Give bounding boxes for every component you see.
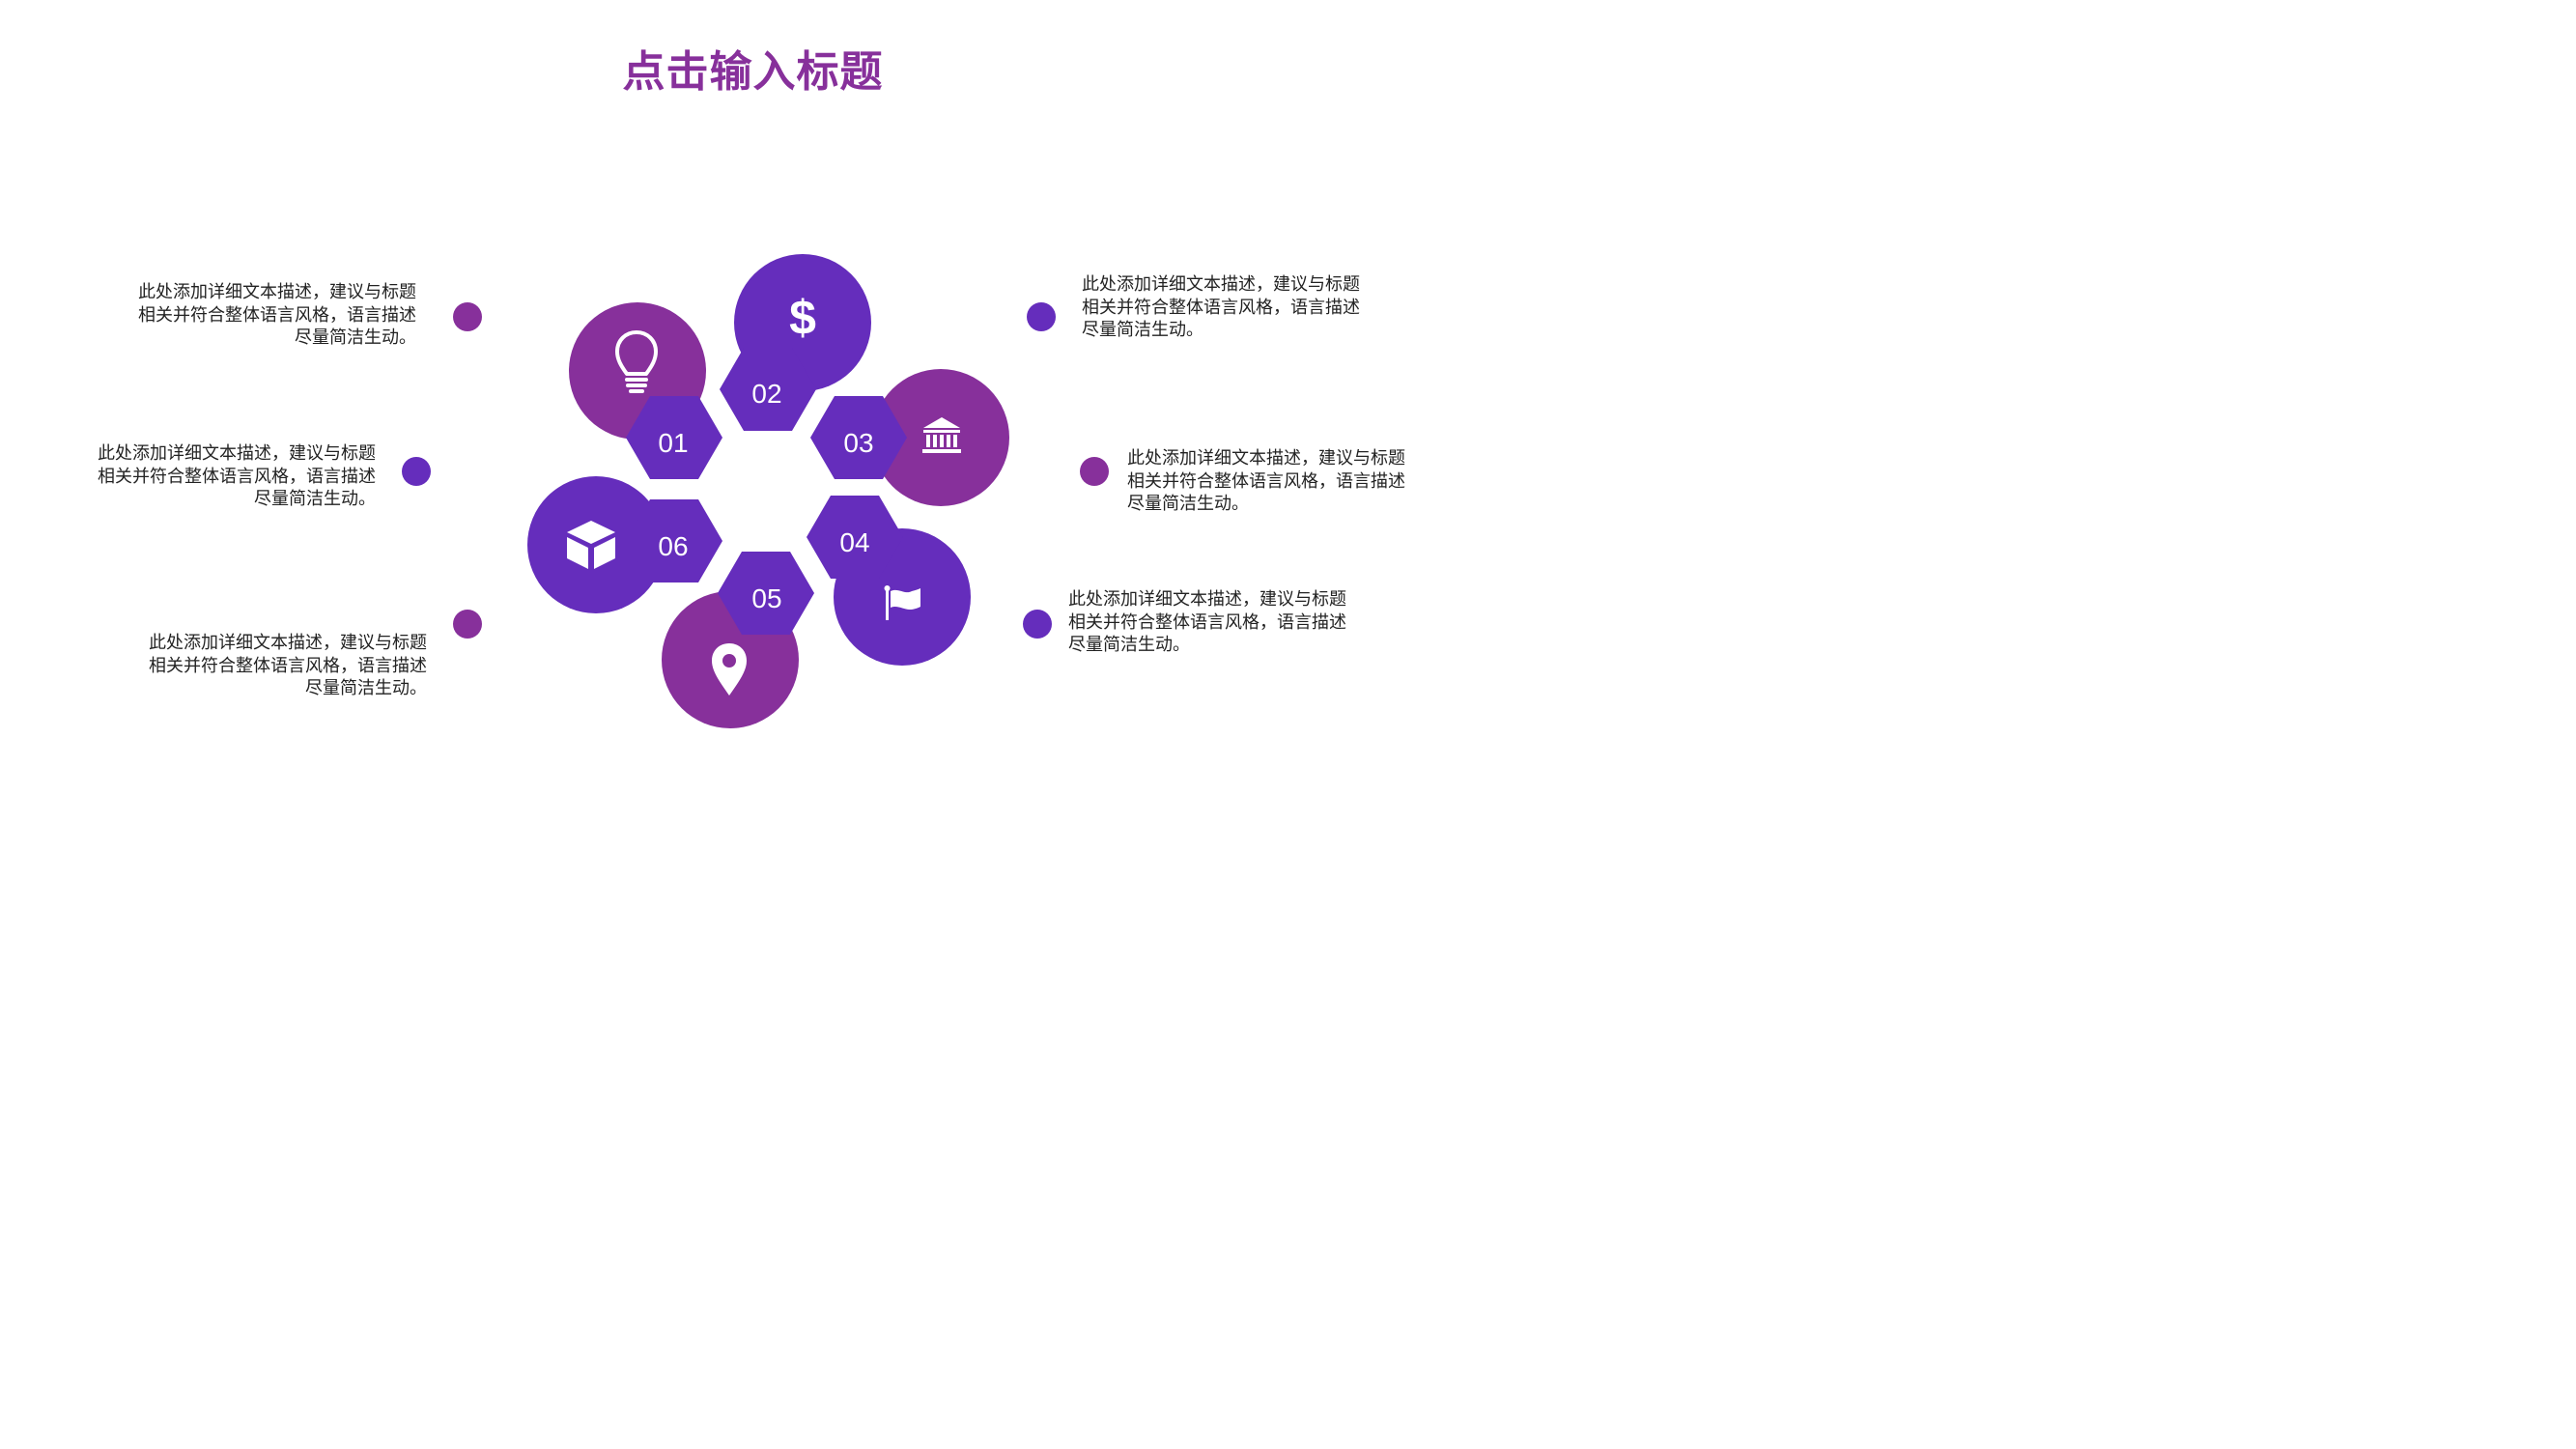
bullet-dot: [1080, 457, 1109, 486]
description-line: 此处添加详细文本描述，建议与标题: [138, 282, 416, 302]
step-number-06: 06: [658, 531, 688, 561]
dollar-icon: $: [789, 291, 816, 345]
description-line: 此处添加详细文本描述，建议与标题: [1127, 448, 1405, 469]
page-title: 点击输入标题: [622, 47, 884, 97]
description-line: 尽量简洁生动。: [295, 327, 416, 348]
description-line: 相关并符合整体语言风格，语言描述: [1068, 611, 1346, 633]
flag-icon: [884, 585, 920, 620]
description-left-middle: 此处添加详细文本描述，建议与标题 相关并符合整体语言风格，语言描述 尽量简洁生动…: [98, 442, 376, 511]
description-line: 相关并符合整体语言风格，语言描述: [1127, 470, 1405, 492]
description-line: 此处添加详细文本描述，建议与标题: [1082, 274, 1360, 295]
bullet-dot: [1023, 610, 1052, 639]
description-line: 尽量简洁生动。: [1068, 635, 1190, 655]
bullet-dot: [453, 610, 482, 639]
description-line: 此处添加详细文本描述，建议与标题: [1068, 589, 1346, 610]
description-line: 尽量简洁生动。: [305, 678, 427, 698]
bank-icon: [922, 417, 961, 453]
lightbulb-icon: [615, 330, 658, 393]
description-right-top: 此处添加详细文本描述，建议与标题 相关并符合整体语言风格，语言描述 尽量简洁生动…: [1082, 273, 1360, 342]
description-line: 尽量简洁生动。: [1127, 494, 1249, 514]
description-line: 此处添加详细文本描述，建议与标题: [98, 443, 376, 464]
description-line: 尽量简洁生动。: [254, 489, 376, 509]
flower-diagram: 01 02 03 04 05 06 $: [527, 254, 1009, 728]
step-number-02: 02: [751, 379, 781, 409]
step-number-03: 03: [843, 428, 873, 458]
bullet-dot: [1027, 302, 1056, 331]
description-right-bottom: 此处添加详细文本描述，建议与标题 相关并符合整体语言风格，语言描述 尽量简洁生动…: [1068, 588, 1346, 657]
step-hexagon-05: [718, 552, 814, 635]
step-hexagon-03: [810, 396, 907, 479]
step-number-01: 01: [658, 428, 688, 458]
description-line: 相关并符合整体语言风格，语言描述: [1082, 297, 1360, 318]
step-number-04: 04: [839, 527, 869, 557]
cube-icon: [567, 521, 615, 569]
description-left-top: 此处添加详细文本描述，建议与标题 相关并符合整体语言风格，语言描述 尽量简洁生动…: [138, 281, 416, 350]
description-line: 相关并符合整体语言风格，语言描述: [149, 655, 427, 676]
description-line: 相关并符合整体语言风格，语言描述: [138, 304, 416, 326]
description-right-middle: 此处添加详细文本描述，建议与标题 相关并符合整体语言风格，语言描述 尽量简洁生动…: [1127, 447, 1405, 516]
location-pin-icon: [712, 643, 747, 696]
step-hexagon-01: [626, 396, 722, 479]
step-hexagon-04: [807, 496, 903, 579]
description-line: 此处添加详细文本描述，建议与标题: [149, 633, 427, 653]
bullet-dot: [402, 457, 431, 486]
description-line: 相关并符合整体语言风格，语言描述: [98, 466, 376, 487]
step-number-05: 05: [751, 583, 781, 613]
description-left-bottom: 此处添加详细文本描述，建议与标题 相关并符合整体语言风格，语言描述 尽量简洁生动…: [149, 632, 427, 700]
step-circle-06: [527, 476, 665, 613]
step-hexagon-02: [720, 348, 816, 431]
bullet-dot: [453, 302, 482, 331]
description-line: 尽量简洁生动。: [1082, 320, 1203, 340]
step-hexagon-06: [626, 499, 722, 582]
